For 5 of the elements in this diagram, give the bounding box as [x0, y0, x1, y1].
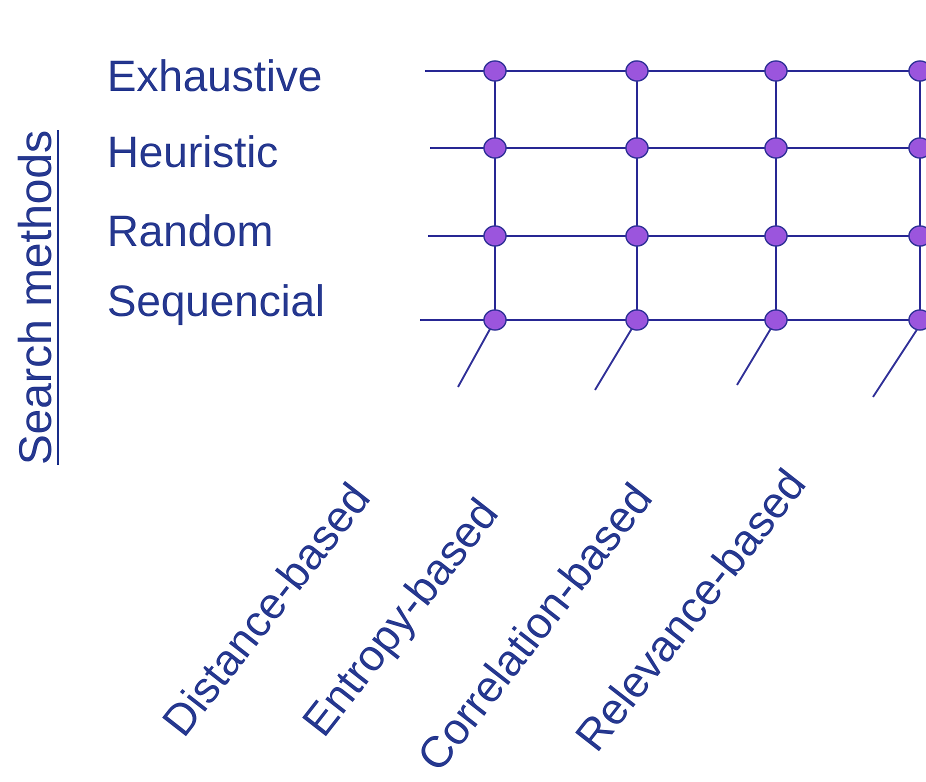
- row-label: Exhaustive: [107, 55, 322, 99]
- row-label: Random: [107, 210, 274, 254]
- row-label: Heuristic: [107, 131, 278, 175]
- row-label: Sequencial: [107, 280, 325, 324]
- axis-title: Search methods: [12, 130, 58, 465]
